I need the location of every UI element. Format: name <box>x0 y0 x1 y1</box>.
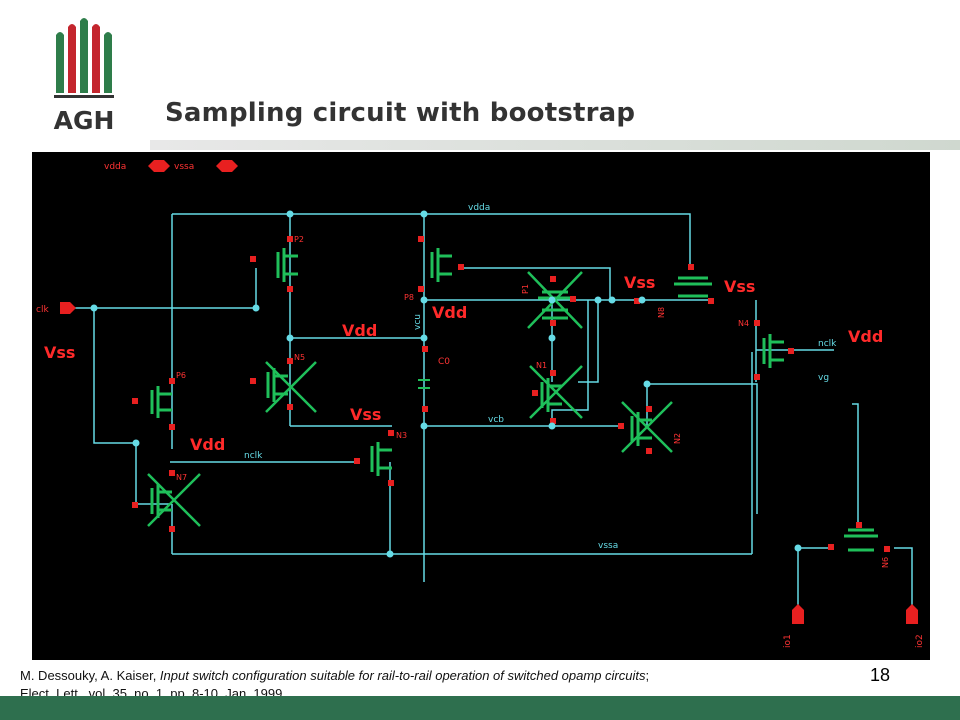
agh-logo: AGH <box>54 18 115 135</box>
net-vdda-label: vdda <box>468 203 490 213</box>
device-n1-label: N1 <box>536 361 547 370</box>
citation-suffix: ; <box>645 668 650 683</box>
device-n6-label: N6 <box>881 557 890 568</box>
footer-bar <box>0 696 960 720</box>
annotation-vdd-top: Vdd <box>432 303 467 322</box>
annotation-vdd-right: Vdd <box>848 327 883 346</box>
disabled-device-crosses <box>147 271 673 527</box>
pin-vssa-label: vssa <box>174 162 194 172</box>
net-vg-label: vg <box>818 373 829 383</box>
annotation-vdd-low: Vdd <box>190 435 225 454</box>
net-nclk-right-label: nclk <box>818 339 837 349</box>
pin-vdda-label: vdda <box>104 162 126 172</box>
pin-markers <box>132 236 890 552</box>
devices <box>150 248 878 552</box>
annotation-vss-mid: Vss <box>350 405 381 424</box>
device-n5-label: N5 <box>294 353 305 362</box>
net-nclk-left-label: nclk <box>244 451 263 461</box>
cross-n5 <box>265 361 317 413</box>
vdda-pin-icon <box>148 160 170 172</box>
device-n2-label: N2 <box>673 433 682 444</box>
logo-text: AGH <box>54 106 115 135</box>
pin-io1-label: io1 <box>783 634 793 648</box>
cross-n2 <box>621 401 673 453</box>
device-n7-label: N7 <box>176 473 187 482</box>
supply-pin-symbols <box>60 160 918 624</box>
net-vcu-label: vcu <box>413 314 423 330</box>
annotation-vss-top2: Vss <box>724 277 755 296</box>
device-p8-label: P8 <box>404 293 414 302</box>
annotation-vdd-mid: Vdd <box>342 321 377 340</box>
agh-logo-bars-icon <box>54 18 114 98</box>
annotation-vss-top1: Vss <box>624 273 655 292</box>
annotations: Vss Vdd Vdd Vss Vss Vdd Vss Vdd <box>44 273 883 454</box>
junction-dots <box>90 210 802 558</box>
net-clk-label: clk <box>36 305 49 315</box>
device-p1-label: P1 <box>521 284 530 294</box>
vssa-pin-icon <box>216 160 238 172</box>
capacitor-c0-label: C0 <box>438 357 450 367</box>
io1-pin-icon <box>792 604 804 624</box>
io2-pin-icon <box>906 604 918 624</box>
device-n3-label: N3 <box>396 431 407 440</box>
pin-io2-label: io2 <box>915 634 925 648</box>
title-strip <box>150 140 960 150</box>
annotation-vss-left: Vss <box>44 343 75 362</box>
page-number: 18 <box>870 665 891 685</box>
citation-authors: M. Dessouky, A. Kaiser, <box>20 668 160 683</box>
cross-n7 <box>147 473 201 527</box>
citation-title: Input switch configuration suitable for … <box>159 668 646 683</box>
device-labels: P2 P8 P1 P6 N5 N1 N3 N7 N2 N8 N4 N6 <box>176 235 890 568</box>
device-n8-label: N8 <box>657 307 666 318</box>
net-vssa-label: vssa <box>598 541 618 551</box>
device-n4-label: N4 <box>738 319 749 328</box>
device-p6-label: P6 <box>176 371 186 380</box>
page-title: Sampling circuit with bootstrap <box>165 98 636 128</box>
device-p2-label: P2 <box>294 235 304 244</box>
circuit-schematic: vdda vssa clk vdda nclk nclk vg vcb vssa… <box>32 152 930 660</box>
cross-n1 <box>529 365 583 419</box>
net-vcb-label: vcb <box>488 415 504 425</box>
clk-pin-icon <box>60 302 76 314</box>
